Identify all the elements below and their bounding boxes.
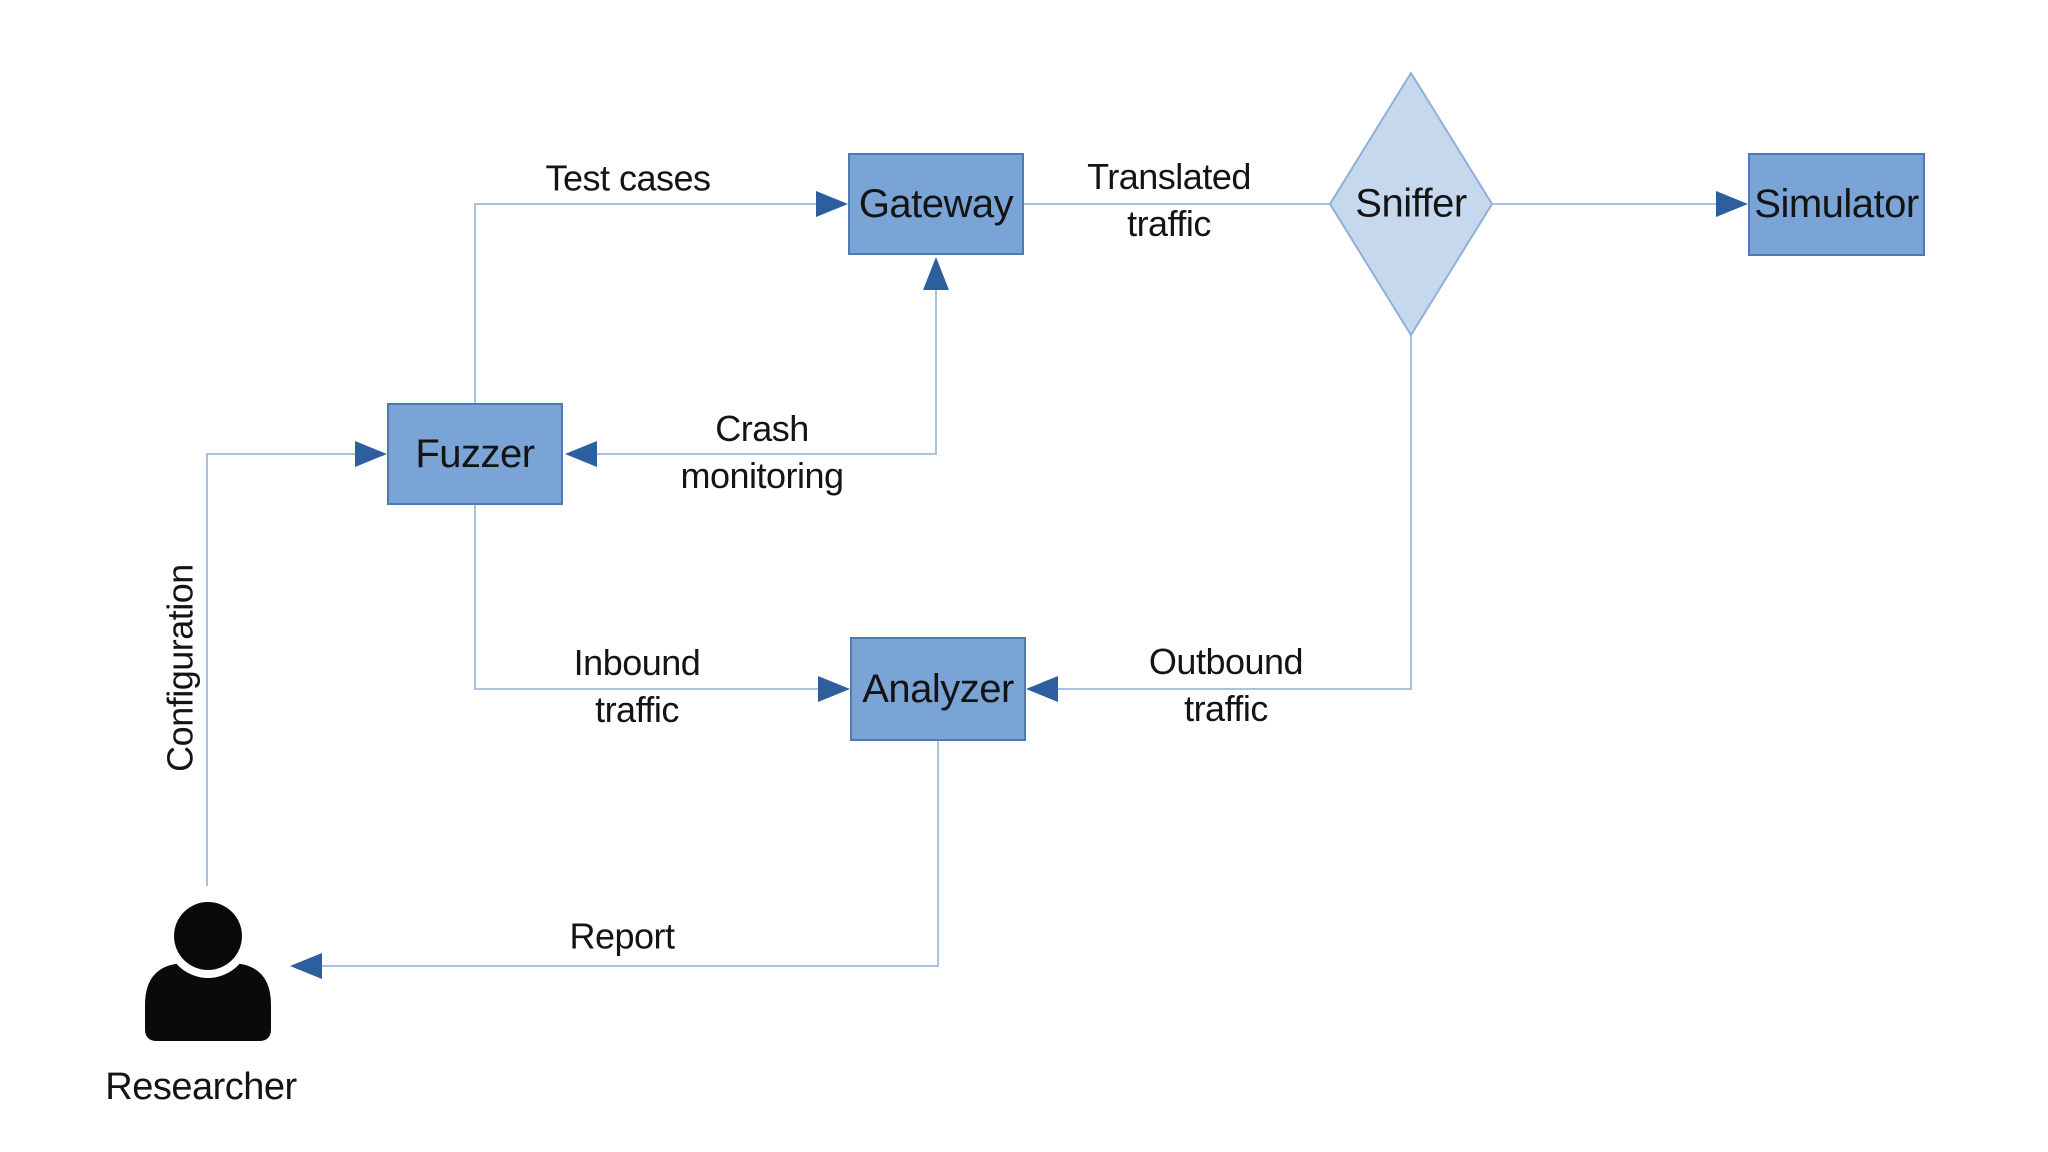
node-sniffer-shape <box>1328 71 1494 337</box>
crash-monitoring-arrowhead-up-icon <box>923 257 949 290</box>
test-cases-arrowhead-icon <box>816 191 848 217</box>
crash-monitoring-arrowhead-left-icon <box>565 441 597 467</box>
node-analyzer: Analyzer <box>850 637 1026 741</box>
researcher-person-icon <box>145 894 271 1041</box>
node-simulator-label: Simulator <box>1754 182 1919 226</box>
edge-crash-monitoring-line <box>593 288 937 455</box>
edge-label-outbound-traffic: Outbound traffic <box>1148 641 1304 729</box>
node-gateway-label: Gateway <box>858 181 1014 226</box>
edge-label-configuration: Configuration <box>159 564 201 772</box>
sniffer-simulator-arrowhead-icon <box>1716 191 1748 217</box>
edge-label-crash-monitoring: Crash monitoring <box>680 408 844 496</box>
edge-outbound-traffic-line <box>1054 335 1412 690</box>
report-arrowhead-icon <box>290 953 322 979</box>
node-researcher-label: Researcher <box>105 1066 297 1108</box>
node-fuzzer: Fuzzer <box>387 403 563 505</box>
configuration-arrowhead-icon <box>355 441 387 467</box>
edge-inbound-traffic-line <box>474 505 822 690</box>
person-head-shape <box>174 902 242 970</box>
edge-label-report: Report <box>569 915 675 957</box>
edge-report-line <box>320 741 939 967</box>
edge-test-cases-line <box>474 203 818 403</box>
person-body-shape <box>145 963 271 1041</box>
edge-configuration-line <box>206 453 359 886</box>
edge-label-inbound-traffic: Inbound traffic <box>573 642 701 730</box>
node-fuzzer-label: Fuzzer <box>415 431 535 476</box>
node-analyzer-label: Analyzer <box>862 666 1014 711</box>
edge-label-test-cases: Test cases <box>545 157 711 199</box>
inbound-traffic-arrowhead-icon <box>818 676 850 702</box>
node-simulator: Simulator <box>1748 153 1925 256</box>
node-gateway: Gateway <box>848 153 1024 255</box>
node-sniffer-label: Sniffer <box>1355 181 1467 226</box>
edge-label-translated-traffic: Translated traffic <box>1087 156 1251 244</box>
outbound-traffic-arrowhead-icon <box>1026 676 1058 702</box>
